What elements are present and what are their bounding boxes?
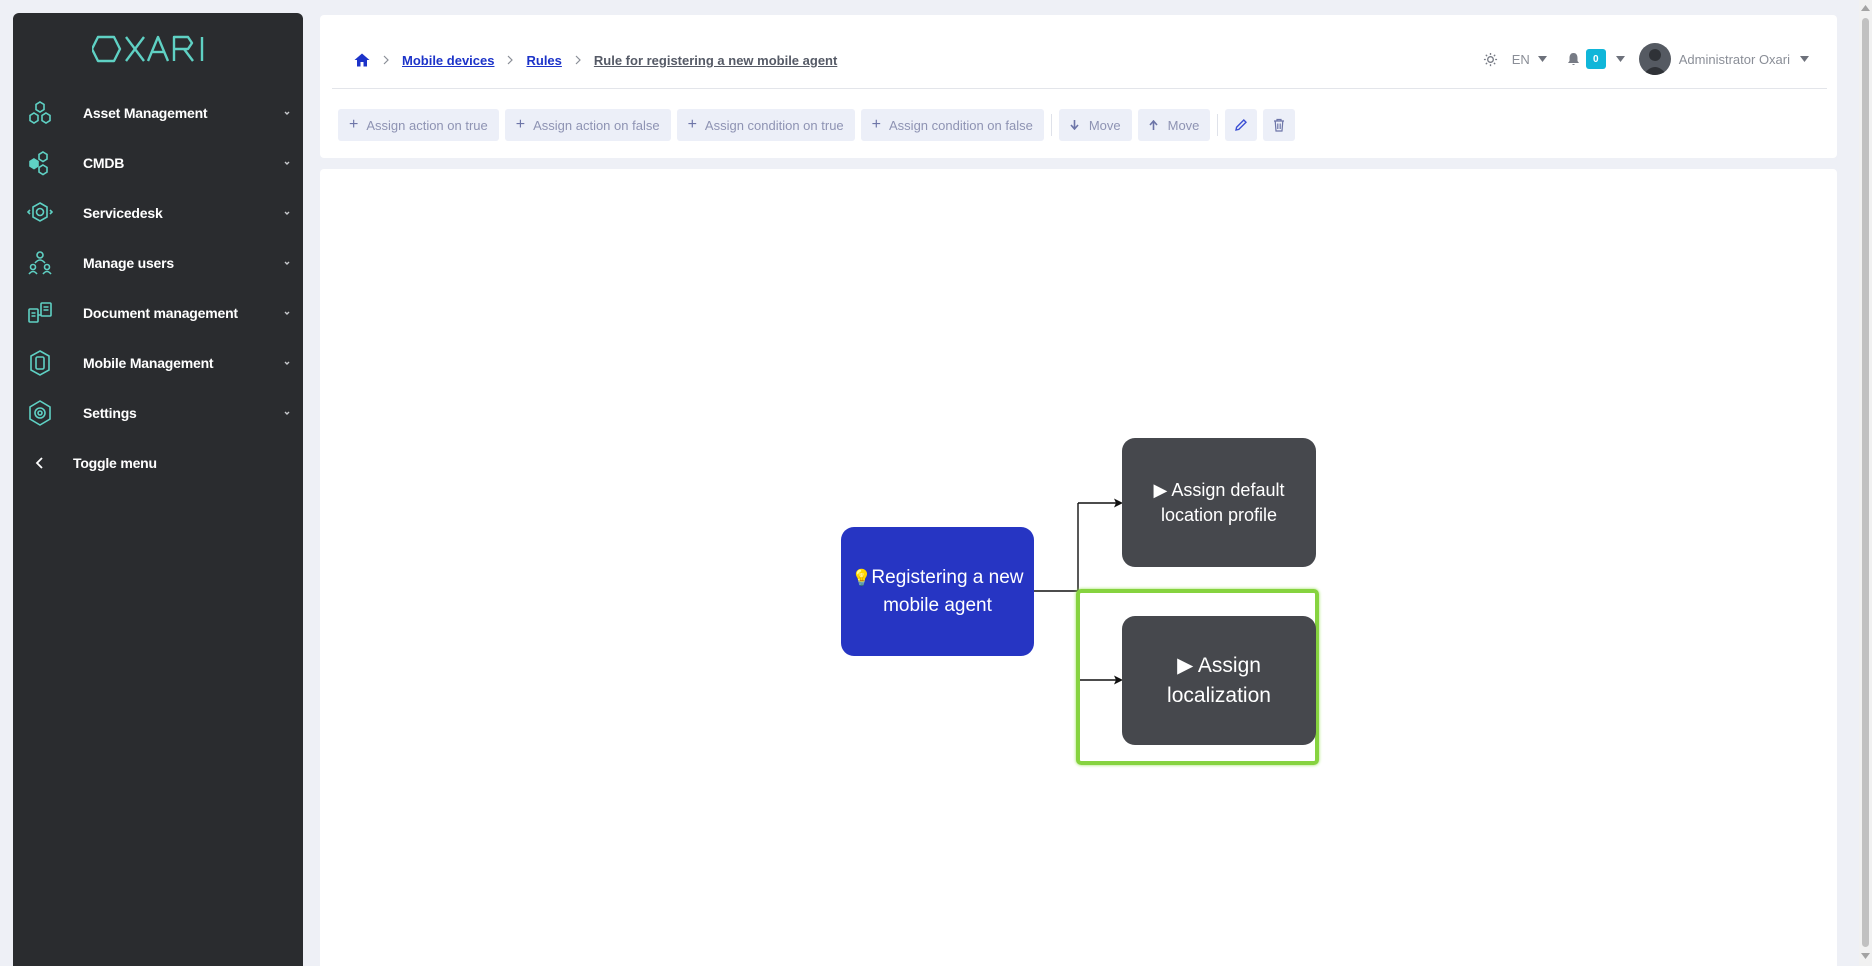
breadcrumb-rules[interactable]: Rules — [526, 52, 562, 68]
sidebar-item-label: Document management — [83, 305, 238, 321]
lightbulb-icon: 💡 — [851, 570, 872, 587]
toolbar-divider — [1217, 114, 1219, 136]
scroll-up-arrow-icon[interactable] — [1861, 5, 1870, 11]
users-icon — [25, 248, 55, 278]
plus-icon: + — [687, 116, 697, 133]
header-divider — [332, 88, 1827, 89]
play-icon: ▶ — [1177, 653, 1194, 677]
cmdb-icon — [25, 148, 55, 178]
sidebar-item-label: CMDB — [83, 155, 125, 171]
sidebar-item-label: Manage users — [83, 255, 174, 271]
toolbar: + Assign action on true + Assign action … — [338, 109, 1301, 141]
rule-connectors — [1034, 498, 1123, 685]
trigger-node-label: Registering a new mobile agent — [871, 567, 1024, 616]
assign-action-on-true-button[interactable]: + Assign action on true — [338, 109, 499, 141]
breadcrumb-mobile-devices[interactable]: Mobile devices — [402, 52, 495, 68]
move-up-button[interactable]: Move — [1137, 109, 1211, 141]
mobile-icon — [25, 348, 55, 378]
trigger-node-registering-new-mobile-agent[interactable]: 💡Registering a new mobile agent — [841, 527, 1034, 656]
action-node-label: Assign default location profile — [1160, 479, 1285, 525]
chevron-down-icon — [284, 411, 290, 415]
top-right-controls: EN 0 Administrator Oxari — [1483, 43, 1809, 75]
action-node-assign-localization[interactable]: ▶ Assign localization — [1122, 616, 1316, 745]
user-name[interactable]: Administrator Oxari — [1678, 51, 1790, 67]
assign-condition-on-false-button[interactable]: + Assign condition on false — [860, 109, 1044, 141]
sidebar-item-cmdb[interactable]: CMDB — [13, 138, 303, 188]
chevron-down-icon — [284, 161, 290, 165]
scrollbar-thumb[interactable] — [1862, 18, 1869, 947]
breadcrumb: Mobile devices Rules Rule for registerin… — [354, 48, 837, 72]
button-label: Move — [1088, 117, 1121, 133]
button-label: Move — [1167, 117, 1200, 133]
sidebar-item-servicedesk[interactable]: Servicedesk — [13, 188, 303, 238]
plus-icon: + — [871, 116, 882, 133]
selected-node-highlight — [1076, 589, 1319, 765]
toggle-menu-label: Toggle menu — [73, 455, 157, 471]
move-down-button[interactable]: Move — [1058, 109, 1132, 141]
edit-button[interactable] — [1225, 109, 1258, 141]
document-icon — [25, 298, 55, 328]
sidebar-item-manage-users[interactable]: Manage users — [13, 238, 303, 288]
sidebar-item-label: Asset Management — [83, 105, 208, 121]
action-node-label: Assign localization — [1167, 653, 1271, 707]
plus-icon: + — [515, 116, 526, 133]
caret-down-icon[interactable] — [1615, 56, 1625, 62]
header-card: Mobile devices Rules Rule for registerin… — [320, 15, 1837, 158]
chevron-down-icon — [284, 261, 290, 265]
scroll-down-arrow-icon[interactable] — [1861, 953, 1870, 959]
pencil-icon — [1235, 119, 1248, 131]
bell-icon[interactable] — [1567, 52, 1580, 66]
plus-icon: + — [349, 116, 359, 133]
chevron-down-icon — [284, 111, 290, 115]
toggle-menu-button[interactable]: Toggle menu — [13, 438, 303, 488]
sidebar-item-mobile-management[interactable]: Mobile Management — [13, 338, 303, 388]
chevron-left-icon — [25, 448, 55, 478]
sidebar-item-document-management[interactable]: Document management — [13, 288, 303, 338]
sidebar-item-label: Mobile Management — [83, 355, 214, 371]
sidebar: Asset Management CMDB Servicedesk — [13, 13, 303, 966]
servicedesk-icon — [25, 198, 55, 228]
language-selector[interactable]: EN — [1511, 51, 1530, 67]
chevron-right-icon — [508, 55, 514, 65]
asset-icon — [25, 98, 55, 128]
caret-down-icon[interactable] — [1800, 56, 1809, 62]
trash-icon — [1274, 118, 1285, 132]
avatar[interactable] — [1638, 43, 1671, 75]
action-node-assign-default-location-profile[interactable]: ▶ Assign default location profile — [1122, 438, 1316, 567]
button-label: Assign condition on false — [889, 117, 1033, 133]
chevron-right-icon — [383, 55, 389, 65]
toolbar-divider — [1050, 114, 1052, 136]
arrow-head — [1114, 675, 1123, 685]
chevron-down-icon — [284, 211, 290, 215]
sidebar-item-settings[interactable]: Settings — [13, 388, 303, 438]
button-label: Assign action on true — [366, 117, 488, 133]
button-label: Assign action on false — [533, 117, 660, 133]
logo-mark — [92, 35, 204, 63]
chevron-down-icon — [284, 361, 290, 365]
oxari-logo[interactable] — [13, 35, 303, 68]
sidebar-item-label: Servicedesk — [83, 205, 163, 221]
play-icon: ▶ — [1153, 479, 1168, 500]
chevron-down-icon — [284, 311, 290, 315]
breadcrumb-current: Rule for registering a new mobile agent — [593, 52, 838, 68]
home-icon[interactable] — [354, 53, 370, 67]
sidebar-item-asset-management[interactable]: Asset Management — [13, 88, 303, 138]
caret-down-icon[interactable] — [1537, 56, 1547, 62]
assign-action-on-false-button[interactable]: + Assign action on false — [504, 109, 671, 141]
chevron-right-icon — [575, 55, 581, 65]
button-label: Assign condition on true — [704, 117, 844, 133]
notification-count-badge[interactable]: 0 — [1585, 49, 1606, 69]
assign-condition-on-true-button[interactable]: + Assign condition on true — [676, 109, 855, 141]
rule-canvas[interactable]: 💡Registering a new mobile agent ▶ Assign… — [320, 169, 1837, 966]
settings-icon — [25, 398, 55, 428]
theme-icon[interactable] — [1483, 52, 1498, 67]
delete-button[interactable] — [1263, 109, 1296, 141]
page-scrollbar[interactable] — [1859, 0, 1872, 966]
arrow-down-icon — [1070, 120, 1079, 130]
arrow-up-icon — [1149, 120, 1158, 130]
arrow-head — [1114, 498, 1123, 508]
sidebar-item-label: Settings — [83, 405, 137, 421]
